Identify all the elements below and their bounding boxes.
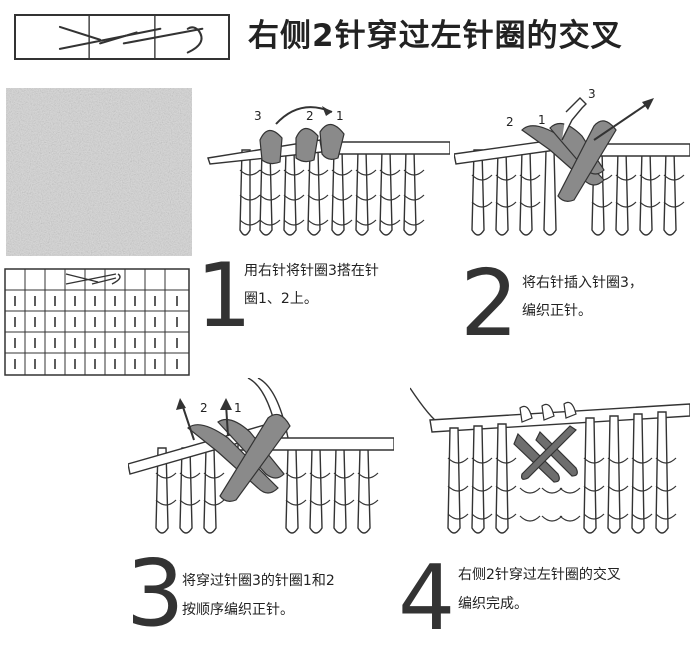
step2-text-line2: 编织正针。: [522, 303, 592, 319]
insert-arrow-icon: [593, 101, 651, 141]
step1-illustration: 3 2 1: [200, 80, 450, 250]
step3-text-line2: 按顺序编织正针。: [182, 602, 294, 618]
knitted-swatch-photo: [6, 88, 192, 256]
page-title: 右侧2针穿过左针圈的交叉: [248, 18, 623, 54]
loop-label-2: 2: [506, 115, 514, 129]
step2-illustration: 2 1 3: [454, 80, 690, 250]
chart-cross-symbol-icon: [65, 273, 121, 285]
symbol-box: [14, 14, 230, 60]
step2-text-line1: 将右针插入针圈3，: [522, 275, 643, 291]
step-number-2: 2: [460, 250, 519, 357]
step-number-1: 1: [196, 244, 252, 347]
loop-label-2: 2: [306, 109, 314, 123]
knit-arrow-2-icon: [181, 403, 195, 441]
step4-text-line1: 右侧2针穿过左针圈的交叉: [458, 567, 621, 583]
step1-text-line2: 圈1、2上。: [244, 291, 318, 307]
step1-text-line1: 用右针将针圈3搭在针: [244, 263, 379, 279]
step4-text-line2: 编织完成。: [458, 596, 528, 612]
step3-illustration: 2 1: [128, 378, 394, 548]
left-needle: [334, 141, 450, 155]
stitch-chart: [4, 268, 190, 376]
cross-symbol-icon: [58, 25, 204, 54]
loop-label-2: 2: [200, 401, 208, 415]
step-number-3: 3: [126, 540, 185, 647]
loop-label-1: 1: [336, 109, 344, 123]
step4-illustration: [410, 378, 690, 546]
step-number-4: 4: [398, 546, 456, 651]
step3-text-line1: 将穿过针圈3的针圈1和2: [182, 573, 335, 589]
loop-label-1: 1: [538, 113, 546, 127]
loop-label-3: 3: [588, 87, 596, 101]
loop-label-1: 1: [234, 401, 242, 415]
loop-label-3: 3: [254, 109, 262, 123]
